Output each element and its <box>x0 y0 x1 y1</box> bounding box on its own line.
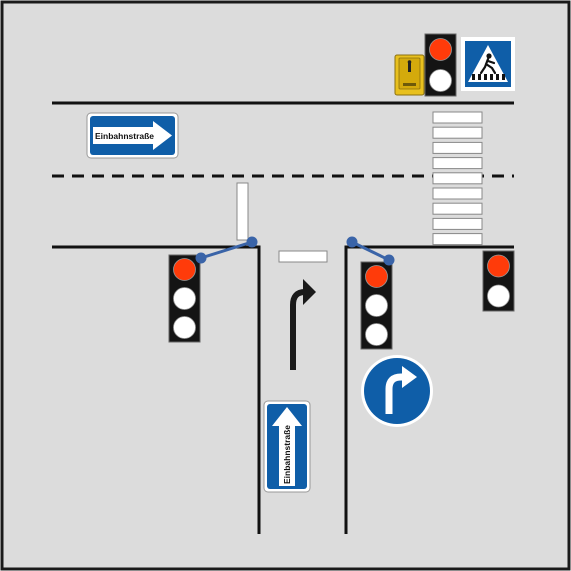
road-edge-left-corner <box>52 245 261 534</box>
oneway-sign-horizontal: Einbahnstraße <box>86 112 179 159</box>
traffic-light-pedestrian-top <box>424 33 457 97</box>
zebra-stripe <box>432 157 483 170</box>
pedestrian-button-box <box>394 54 425 96</box>
zebra-stripe <box>432 111 483 124</box>
traffic-light-pedestrian-right <box>482 250 515 312</box>
light-mount-arms <box>195 236 395 266</box>
zebra-stripe <box>432 141 483 154</box>
lamp-off <box>487 284 510 308</box>
road-edge-right-corner <box>344 245 514 534</box>
zebra-crossing <box>432 111 483 246</box>
waiting-line-vertical <box>236 182 249 241</box>
road-arrow-turn-right <box>290 279 316 370</box>
lamp-off <box>365 294 388 317</box>
lamp-off <box>429 69 452 92</box>
waiting-line-horizontal <box>278 250 328 263</box>
pedestrian-crossing-sign <box>461 37 515 91</box>
mandatory-turn-right-sign <box>361 355 433 427</box>
lamp-off <box>173 316 196 339</box>
zebra-stripe <box>432 202 483 215</box>
traffic-light-right-main <box>360 261 393 350</box>
lamp-red <box>429 38 452 61</box>
lamp-off <box>365 323 388 346</box>
zebra-stripe <box>432 172 483 185</box>
zebra-stripe <box>432 217 483 230</box>
traffic-lights <box>168 33 515 350</box>
lamp-off <box>173 287 196 310</box>
oneway-sign-vertical: Einbahnstraße <box>263 400 311 493</box>
turn-right-arrow-icon <box>385 366 417 414</box>
lamp-red <box>173 258 196 281</box>
oneway-sign-vertical-label: Einbahnstraße <box>282 425 292 484</box>
zebra-stripe <box>432 187 483 200</box>
zebra-stripe <box>432 126 483 139</box>
lamp-red <box>365 265 388 288</box>
oneway-sign-horizontal-label: Einbahnstraße <box>95 131 154 141</box>
zebra-stripe <box>432 233 483 246</box>
pedestrian-crossing-icon <box>472 53 505 80</box>
traffic-light-left-main <box>168 254 201 343</box>
lamp-red <box>487 254 510 278</box>
